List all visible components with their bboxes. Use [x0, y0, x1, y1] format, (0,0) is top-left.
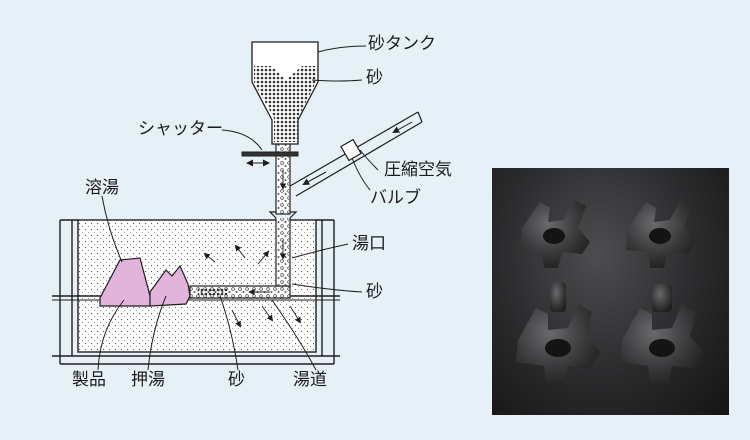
label-sand-top: 砂 — [366, 68, 383, 88]
label-riser: 押湯 — [131, 370, 165, 390]
label-sand-right: 砂 — [366, 282, 383, 302]
air-pipe — [289, 111, 423, 197]
part-top-right — [626, 200, 696, 268]
cast-parts-illustration — [516, 200, 704, 386]
part-bottom-right — [620, 284, 704, 386]
label-product: 製品 — [72, 370, 106, 390]
label-sand-bottom: 砂 — [228, 370, 245, 390]
label-valve: バルブ — [370, 188, 421, 208]
label-compressed-air: 圧縮空気 — [384, 160, 452, 180]
casting-shapes — [99, 257, 191, 307]
sand-tank — [251, 41, 319, 145]
shutter-plate — [241, 151, 299, 167]
label-sand-tank: 砂タンク — [368, 34, 436, 54]
label-shutter: シャッター — [138, 119, 223, 139]
leader-lines — [97, 45, 379, 371]
label-sprue: 湯口 — [352, 234, 386, 254]
label-runner: 湯道 — [293, 370, 327, 390]
part-bottom-left — [516, 282, 600, 386]
cast-parts-photo — [492, 168, 729, 415]
label-molten-metal: 溶湯 — [85, 178, 119, 198]
part-top-left — [520, 200, 590, 268]
runner-channel — [189, 285, 291, 299]
flow-arrows — [203, 170, 301, 328]
valve-shape — [340, 138, 362, 162]
